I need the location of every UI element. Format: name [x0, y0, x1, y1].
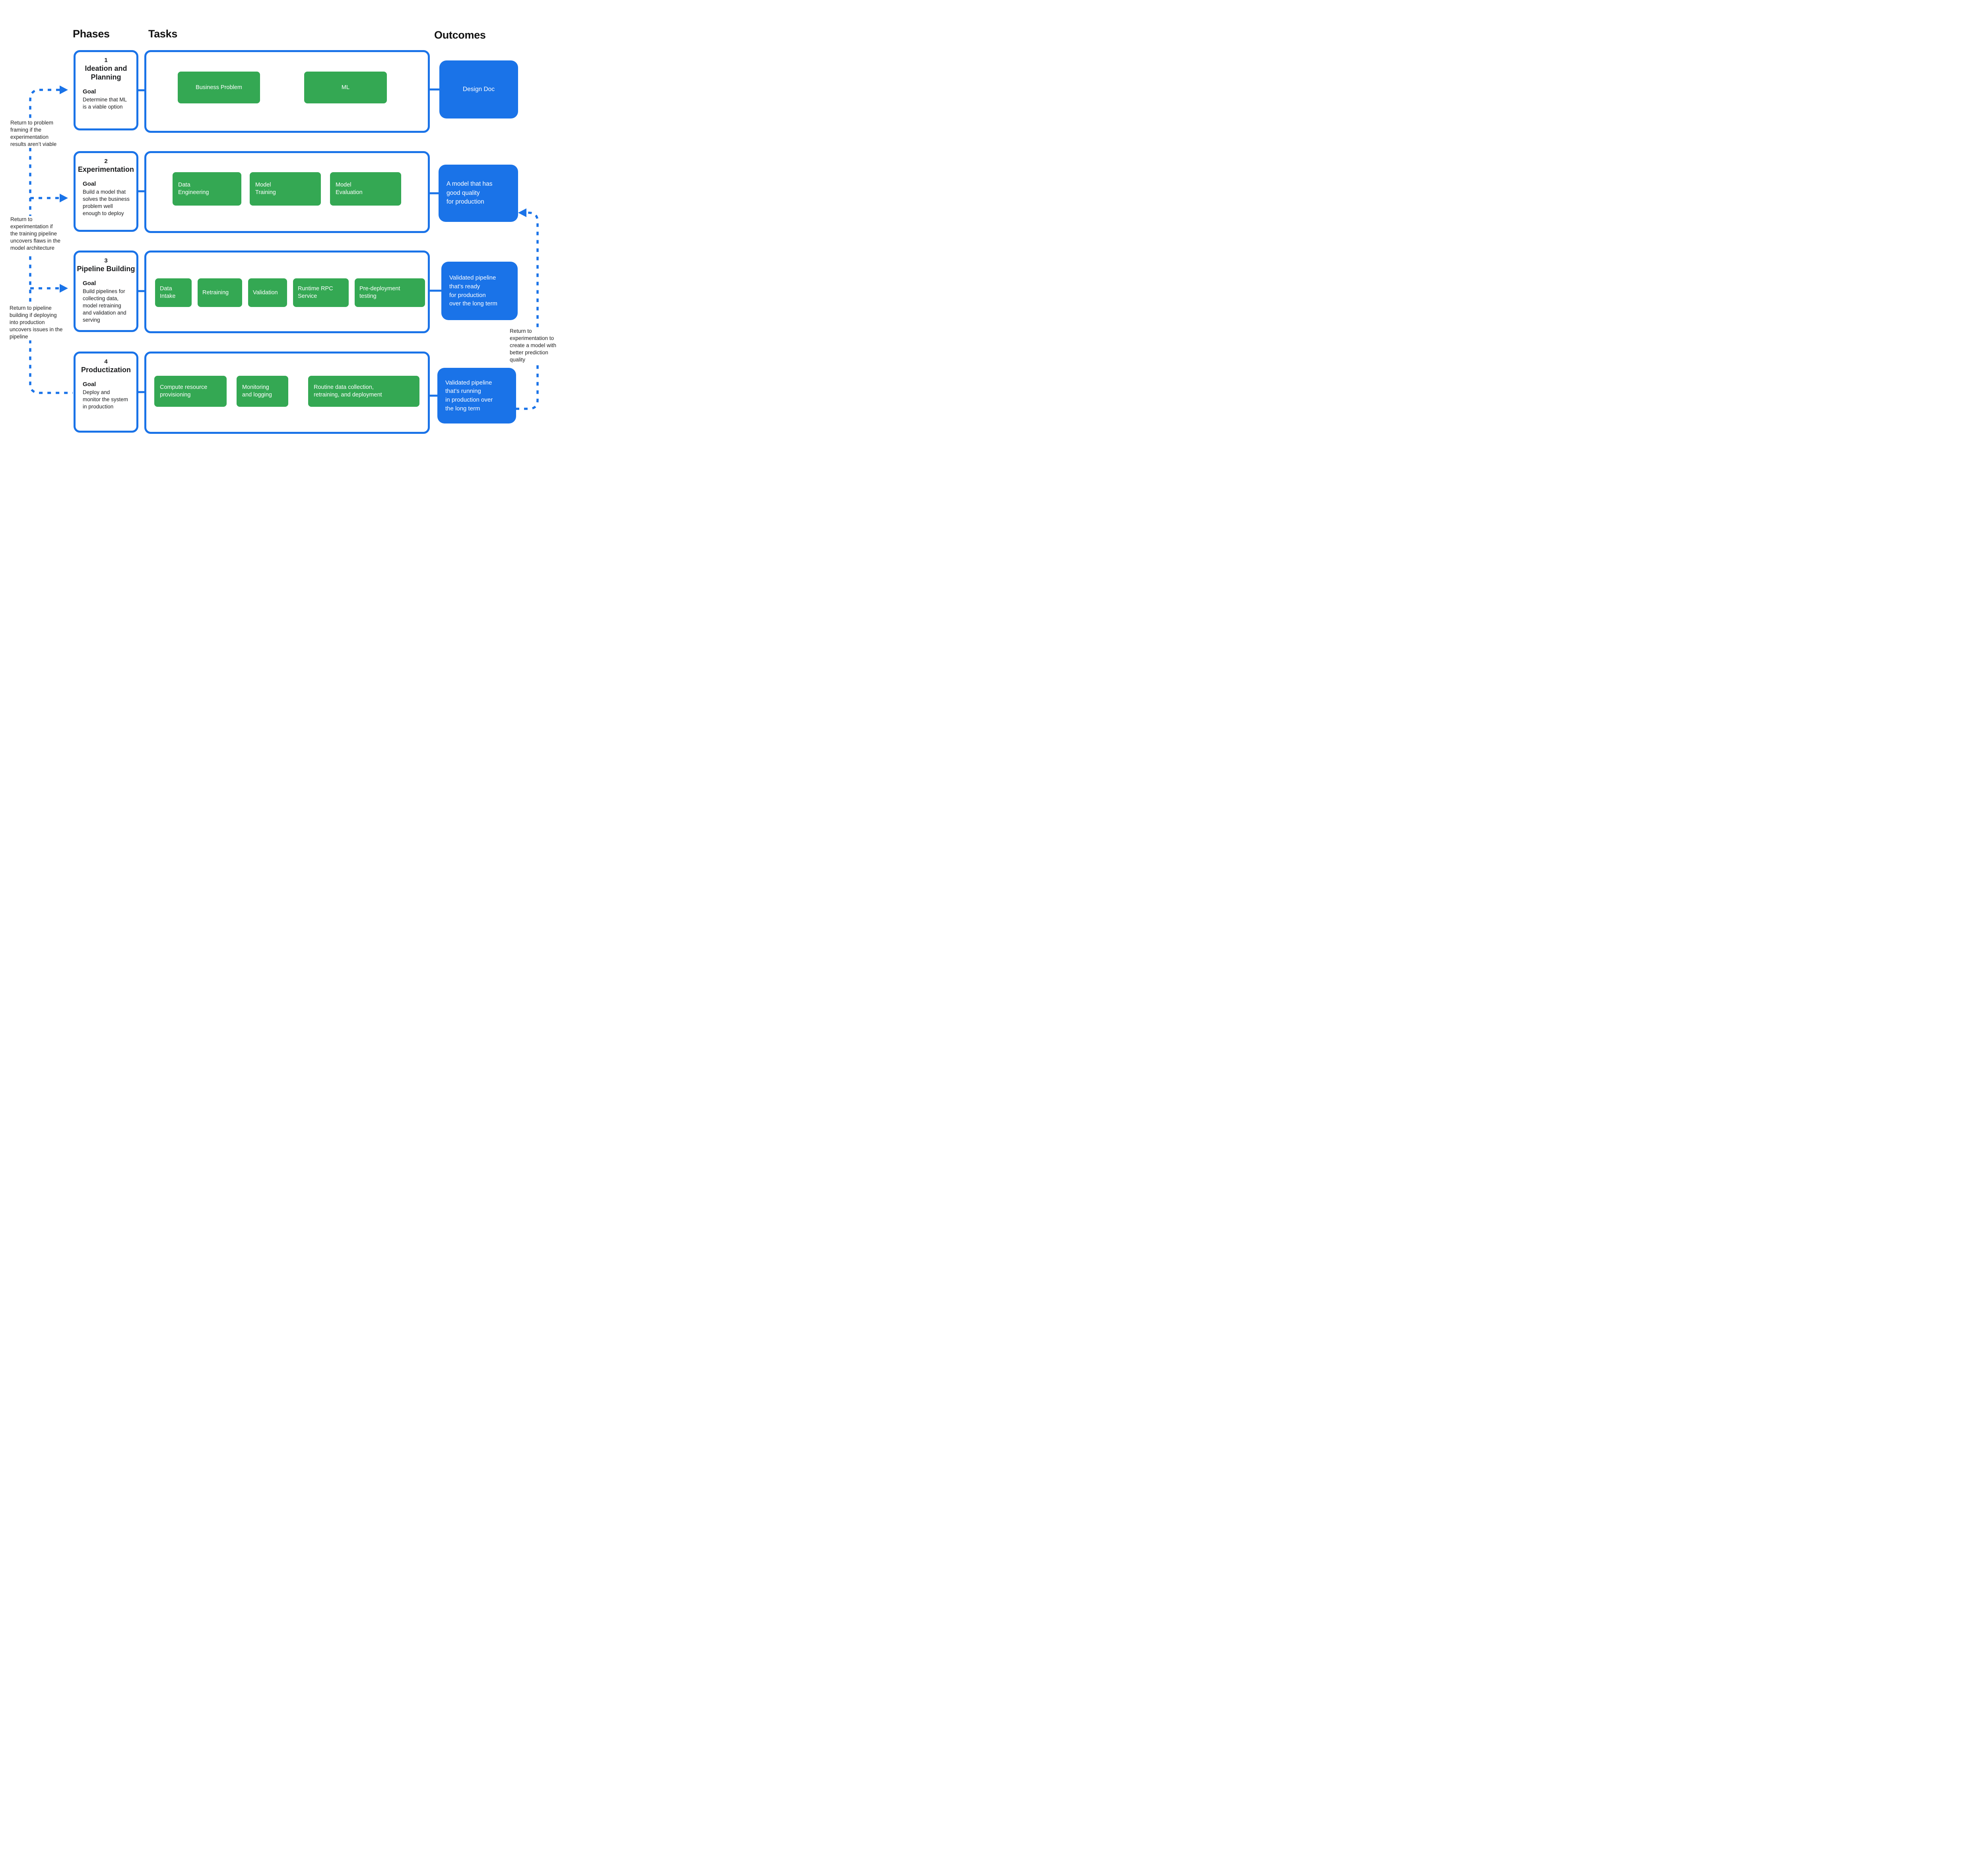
annotation-return-problem-framing: Return to problem framing if the experim…	[10, 119, 68, 148]
task-box-validation: Validation	[248, 278, 287, 307]
task-box-business-problem: Business Problem	[178, 72, 260, 103]
task-box-monitoring-logging: Monitoring and logging	[237, 376, 288, 407]
task-box-predeployment-testing: Pre-deployment testing	[355, 278, 425, 307]
annotation-return-better-prediction: Return to experimentation to create a mo…	[510, 328, 563, 364]
goal-text: Deploy and monitor the system in product…	[83, 389, 128, 410]
annotation-return-pipeline-building: Return to pipeline building if deploying…	[10, 305, 70, 341]
outcome-box-design-doc: Design Doc	[439, 60, 518, 118]
phase-number: 3	[104, 257, 108, 264]
diagram-canvas: Phases Tasks Outcomes 1 Ideation and Pla…	[0, 0, 564, 465]
outcome-box-validated-pipeline-ready: Validated pipeline that’s ready for prod…	[441, 262, 518, 320]
phase-box-experimentation: 2 Experimentation Goal Build a model tha…	[74, 151, 138, 232]
task-box-data-engineering: Data Engineering	[173, 172, 241, 206]
phase-number: 2	[104, 158, 108, 165]
outcome-box-validated-pipeline-running: Validated pipeline that’s running in pro…	[437, 368, 516, 423]
goal-label: Goal	[83, 180, 96, 187]
task-box-data-intake: Data Intake	[155, 278, 192, 307]
feedback-arrow-phase3	[60, 284, 68, 293]
phase-box-pipeline-building: 3 Pipeline Building Goal Build pipelines…	[74, 251, 138, 332]
phase-box-ideation: 1 Ideation and Planning Goal Determine t…	[74, 50, 138, 130]
outcome-box-quality-model: A model that has good quality for produc…	[439, 165, 518, 222]
phase-title: Productization	[81, 366, 131, 374]
goal-label: Goal	[83, 381, 96, 388]
phase-number: 1	[104, 57, 108, 64]
goal-text: Build pipelines for collecting data, mod…	[83, 288, 126, 323]
phase-box-productization: 4 Productization Goal Deploy and monitor…	[74, 352, 138, 433]
task-box-routine-collection: Routine data collection, retraining, and…	[308, 376, 419, 407]
phase-number: 4	[104, 358, 108, 365]
feedback-arrow-phase1	[60, 85, 68, 94]
phases-header: Phases	[73, 28, 110, 40]
task-box-runtime-rpc-service: Runtime RPC Service	[293, 278, 349, 307]
task-box-ml: ML	[304, 72, 387, 103]
task-box-model-evaluation: Model Evaluation	[330, 172, 401, 206]
annotation-return-experimentation: Return to experimentation if the trainin…	[10, 216, 70, 252]
phase-title: Ideation and Planning	[85, 64, 127, 81]
tasks-header: Tasks	[148, 28, 178, 40]
feedback-arrow-phase2	[60, 194, 68, 202]
task-box-model-training: Model Training	[250, 172, 321, 206]
phase-title: Pipeline Building	[77, 265, 135, 273]
task-box-retraining: Retraining	[198, 278, 242, 307]
phase-title: Experimentation	[78, 165, 134, 173]
goal-text: Build a model that solves the business p…	[83, 188, 130, 216]
goal-label: Goal	[83, 88, 96, 95]
task-box-compute-provisioning: Compute resource provisioning	[154, 376, 227, 407]
feedback-arrow-model	[518, 208, 526, 217]
feedback-path-right	[516, 212, 539, 410]
outcomes-header: Outcomes	[434, 29, 486, 41]
goal-text: Determine that ML is a viable option	[83, 96, 127, 110]
goal-label: Goal	[83, 280, 96, 287]
